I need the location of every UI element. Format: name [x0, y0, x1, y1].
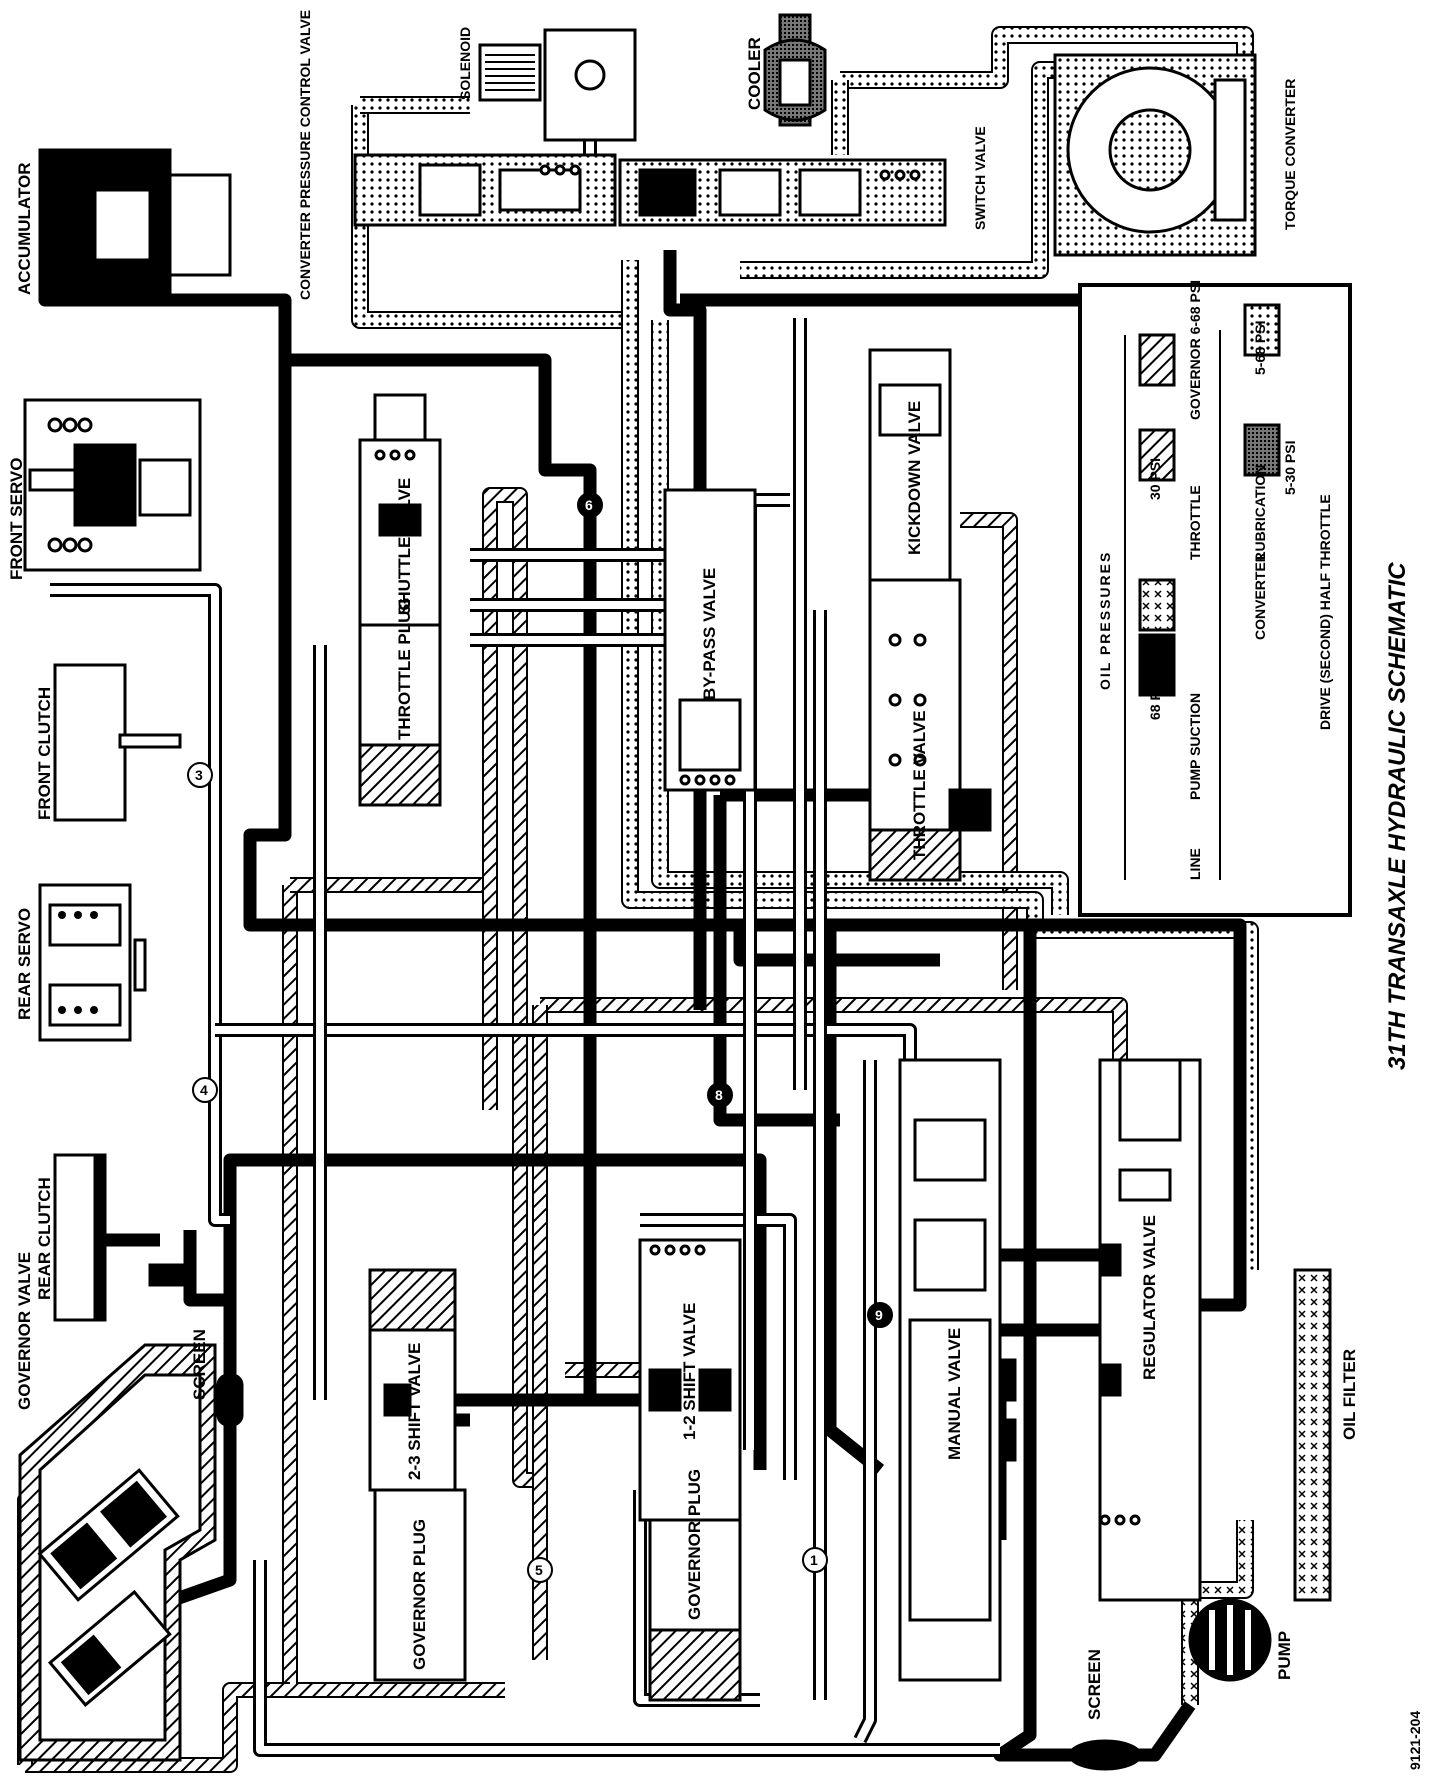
label-converter-pressure-control-valve: CONVERTER PRESSURE CONTROL VALVE: [297, 10, 313, 300]
torque-converter: [1053, 53, 1257, 257]
label-throttle-plug: THROTTLE PLUG: [395, 597, 414, 740]
shuttle-valve: [358, 393, 442, 627]
label-oil-filter: OIL FILTER: [1340, 1349, 1359, 1440]
check-ball-3-label: 3: [195, 767, 203, 783]
legend-lubrication-psi: 5-30 PSI: [1282, 441, 1298, 495]
oil-filter: [1293, 1268, 1332, 1602]
label-screen-pump: SCREEN: [1085, 1649, 1104, 1720]
label-governor-valve: GOVERNOR VALVE: [15, 1252, 34, 1410]
label-pump: PUMP: [1275, 1631, 1294, 1680]
legend-box: [1078, 283, 1352, 917]
check-ball-5: [527, 1557, 553, 1583]
labels: GOVERNOR VALVE SCREEN REAR CLUTCH REAR S…: [7, 10, 1423, 1770]
label-screen-governor: SCREEN: [190, 1329, 209, 1400]
label-accumulator: ACCUMULATOR: [15, 162, 34, 295]
check-ball-6: [577, 492, 603, 518]
legend-swatch-line: [1138, 633, 1176, 697]
legend-swatch-throttle: [1138, 428, 1176, 482]
legend-converter-name: CONVERTER: [1252, 552, 1268, 640]
check-ball-4: [192, 1077, 218, 1103]
check-ball-8: [707, 1082, 733, 1108]
rear-clutch: [53, 1153, 187, 1322]
throttle-plug: [358, 623, 442, 807]
legend-swatch-lubrication: [1243, 423, 1281, 477]
check-ball-6-label: 6: [585, 497, 593, 513]
label-throttle-valve: THROTTLE VALVE: [910, 710, 929, 860]
legend-throttle-psi: 30 PSI: [1147, 458, 1163, 500]
legend-swatch-pump-suction: [1138, 578, 1176, 632]
check-ball-4-label: 4: [200, 1082, 208, 1098]
check-ball-5-label: 5: [535, 1562, 543, 1578]
legend-line-name: LINE: [1187, 848, 1203, 880]
pump: [1188, 1598, 1272, 1682]
line-passages: [38, 250, 1247, 1762]
label-by-pass-valve: BY-PASS VALVE: [700, 568, 719, 700]
accumulator: [38, 148, 232, 302]
rear-servo: [38, 883, 147, 1042]
check-balls: [187, 492, 893, 1583]
by-pass-valve: [663, 488, 757, 792]
label-cooler: COOLER: [745, 37, 764, 110]
check-ball-9-label: 9: [875, 1307, 883, 1323]
label-solenoid: SOLENOID: [457, 27, 473, 100]
throttle-valve: [868, 578, 992, 882]
cooler: [763, 13, 827, 127]
check-ball-8-label: 8: [715, 1087, 723, 1103]
label-governor-plug-2-3: GOVERNOR PLUG: [410, 1519, 429, 1670]
legend-swatch-governor: [1138, 333, 1176, 387]
label-rear-servo: REAR SERVO: [15, 908, 34, 1020]
label-front-clutch: FRONT CLUTCH: [35, 687, 54, 820]
check-ball-1-label: 1: [810, 1552, 818, 1568]
solenoid: [478, 28, 637, 142]
check-ball-1: [802, 1547, 828, 1573]
legend-governor: GOVERNOR 6-68 PSI: [1187, 280, 1203, 420]
oil-passages: [17, 26, 1259, 1773]
label-governor-plug-1-2: GOVERNOR PLUG: [685, 1469, 704, 1620]
page-title: 31TH TRANSAXLE HYDRAULIC SCHEMATIC: [1384, 562, 1411, 1070]
governor-plug-1-2: [648, 1518, 742, 1702]
label-manual-valve: MANUAL VALVE: [945, 1328, 964, 1460]
legend-converter-psi: 5-68 PSI: [1252, 321, 1268, 375]
kickdown-valve: [868, 348, 952, 582]
shift-valve-2-3: [368, 1268, 457, 1492]
manual-valve: [898, 1058, 1017, 1682]
legend-footer: DRIVE (SECOND) HALF THROTTLE: [1317, 494, 1333, 730]
check-ball-3: [187, 762, 213, 788]
label-shift-valve-2-3: 2-3 SHIFT VALVE: [405, 1343, 424, 1480]
throttle-passages: [17, 487, 1128, 1773]
label-torque-converter: TORQUE CONVERTER: [1282, 79, 1298, 230]
governor-plug-2-3: [373, 1488, 467, 1682]
label-kickdown-valve: KICKDOWN VALVE: [905, 401, 924, 555]
regulator-valve: [1098, 1058, 1202, 1602]
label-front-servo: FRONT SERVO: [7, 458, 26, 580]
legend-pump-suction: PUMP SUCTION: [1187, 693, 1203, 800]
screen-pump: [1068, 1739, 1142, 1771]
governor-valve: [18, 1343, 217, 1762]
switch-valve: [618, 158, 947, 227]
legend-throttle-name: THROTTLE: [1187, 485, 1203, 560]
legend-heading: OIL PRESSURES: [1097, 551, 1113, 690]
legend-line-psi: 68 PSI: [1147, 678, 1163, 720]
label-rear-clutch: REAR CLUTCH: [35, 1177, 54, 1300]
figure-id: 9121-204: [1407, 1711, 1423, 1770]
front-servo: [23, 398, 202, 572]
label-shift-valve-1-2: 1-2 SHIFT VALVE: [680, 1303, 699, 1440]
screen-governor: [216, 1373, 244, 1427]
check-ball-9: [867, 1302, 893, 1328]
shift-valve-1-2: [638, 1238, 742, 1522]
converter-pressure-control-valve: [353, 153, 617, 227]
front-clutch: [53, 663, 182, 822]
label-shuttle-valve: SHUTTLE VALVE: [395, 478, 414, 615]
label-regulator-valve: REGULATOR VALVE: [1140, 1215, 1159, 1380]
legend-lubrication-name: LUBRICATION: [1252, 465, 1268, 560]
legend-swatch-converter: [1243, 303, 1281, 357]
label-switch-valve: SWITCH VALVE: [972, 126, 988, 230]
